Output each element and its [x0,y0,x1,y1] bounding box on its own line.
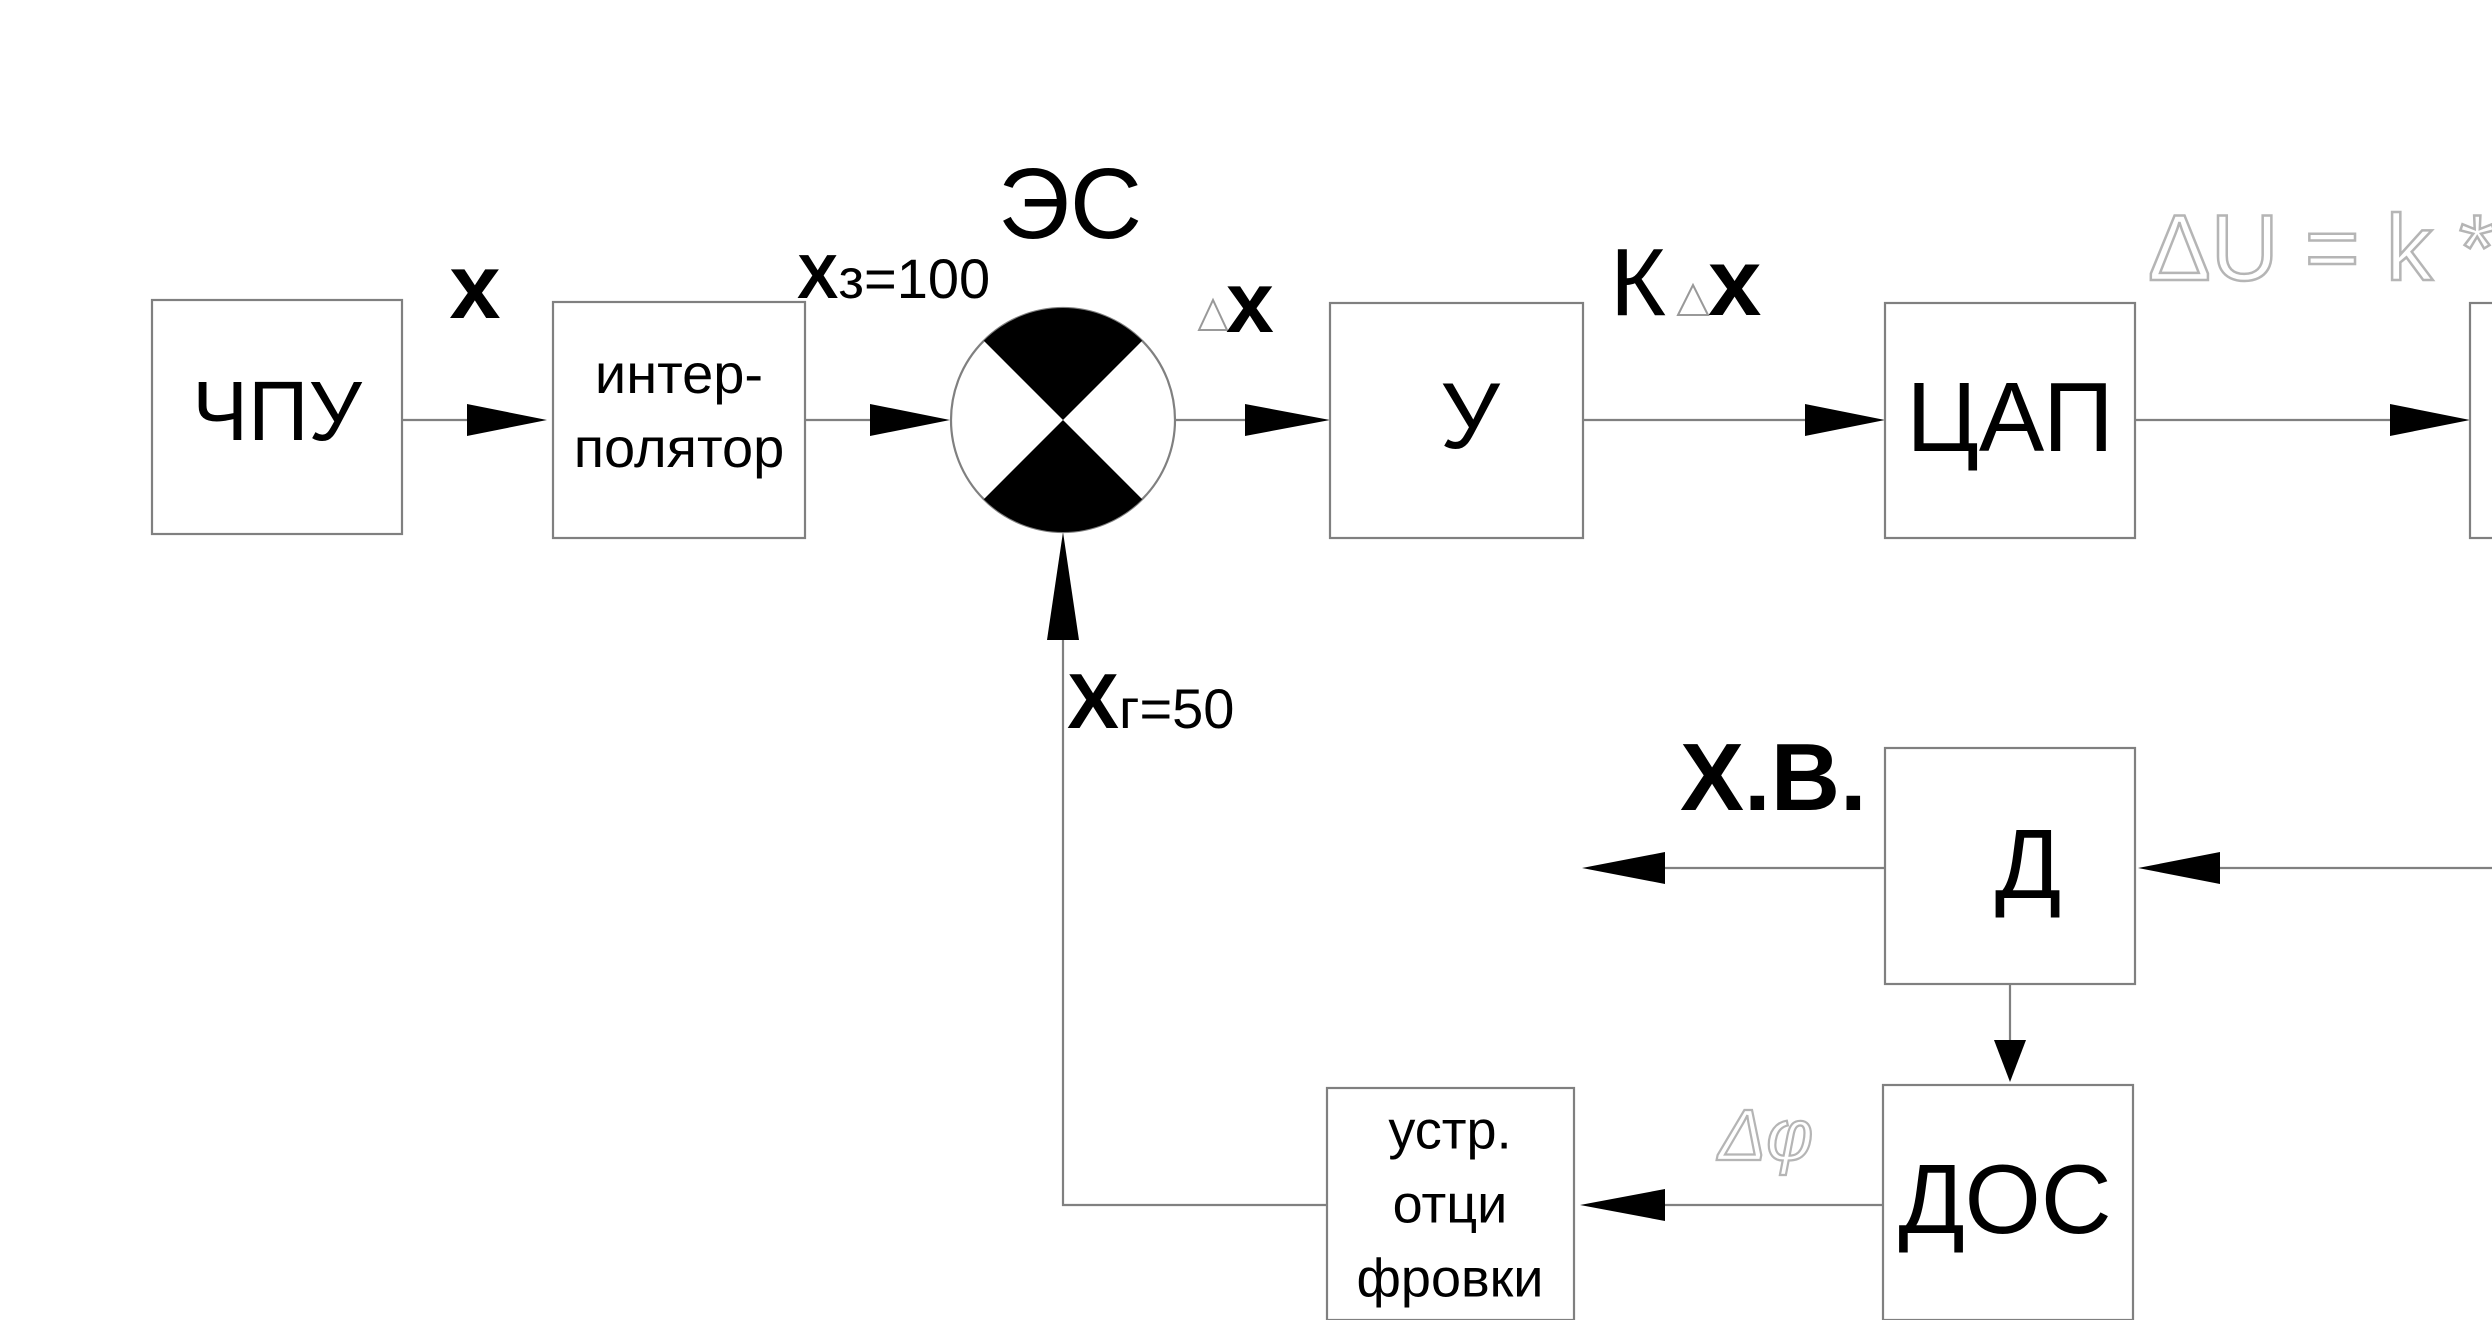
label-xv: Х.В. [1680,724,1867,831]
arrow-cnc-to-interp [467,404,547,436]
arrow-amplifier-to-dac [1805,404,1885,436]
label-delta-x-text: x [1226,255,1274,351]
block-interpolator: интер- полятор [551,300,807,540]
label-x-fb-main: X [1067,657,1119,745]
arrow-feedback-to-comparator [1047,532,1079,640]
arrow-into-sensor [2138,852,2220,884]
block-feedback-sensor-label: ДОС [1898,1144,2111,1254]
delta-triangle-small [1197,297,1229,331]
label-x-set-main: X [797,243,838,312]
connections [400,418,2492,1207]
block-cnc-label: ЧПУ [192,364,362,458]
block-feedback-sensor: ДОС [1881,1083,2135,1320]
block-decoder-label-line1: устр. [1388,1100,1511,1160]
comparator-top-sector [983,307,1143,420]
label-x-input: x [449,236,500,338]
label-delta-phi: Δφ [1716,1096,1813,1176]
label-x-fb: Xг=50 [1067,657,1234,745]
block-next-partial [2468,301,2492,540]
label-k-delta-x-k: К [1610,229,1666,336]
block-decoder-label-line2: отци [1393,1174,1508,1234]
block-sensor: Д [1883,746,2137,986]
wire-decoder-to-comparator [1061,640,1327,1207]
arrow-feedback-to-decoder [1580,1189,1665,1221]
arrowheads [467,404,2470,1221]
block-dac: ЦАП [1883,301,2137,540]
block-amplifier: У [1328,301,1585,540]
comparator-label: ЭС [998,148,1142,260]
block-dac-label: ЦАП [1906,362,2113,472]
comparator [949,306,1177,534]
comparator-bottom-sector [983,420,1143,533]
block-sensor-label: Д [1995,809,2061,919]
arrow-comparator-to-amplifier [1245,404,1330,436]
block-decoder-label-line3: фровки [1357,1248,1544,1308]
block-amplifier-label: У [1440,363,1501,468]
delta-triangle-k [1676,282,1710,316]
label-x-set-sub: з=100 [838,247,990,310]
block-cnc: ЧПУ [150,298,404,536]
label-delta-u-formula: ΔU = k * [2148,195,2492,300]
block-decoder: устр. отци фровки [1325,1086,1576,1320]
block-interpolator-label-line1: интер- [595,342,763,405]
label-delta-x: x [1197,255,1274,351]
label-x-set: Xз=100 [797,243,990,312]
label-k-delta-x: К x [1610,229,1761,336]
arrow-sensor-to-feedback [1994,1040,2026,1082]
label-x-fb-sub: г=50 [1119,677,1234,740]
arrow-dac-to-next [2390,404,2470,436]
label-k-delta-x-x: x [1708,229,1761,336]
arrow-sensor-output [1582,852,1665,884]
arrow-interp-to-comparator [870,404,950,436]
block-interpolator-label-line2: полятор [574,416,785,479]
